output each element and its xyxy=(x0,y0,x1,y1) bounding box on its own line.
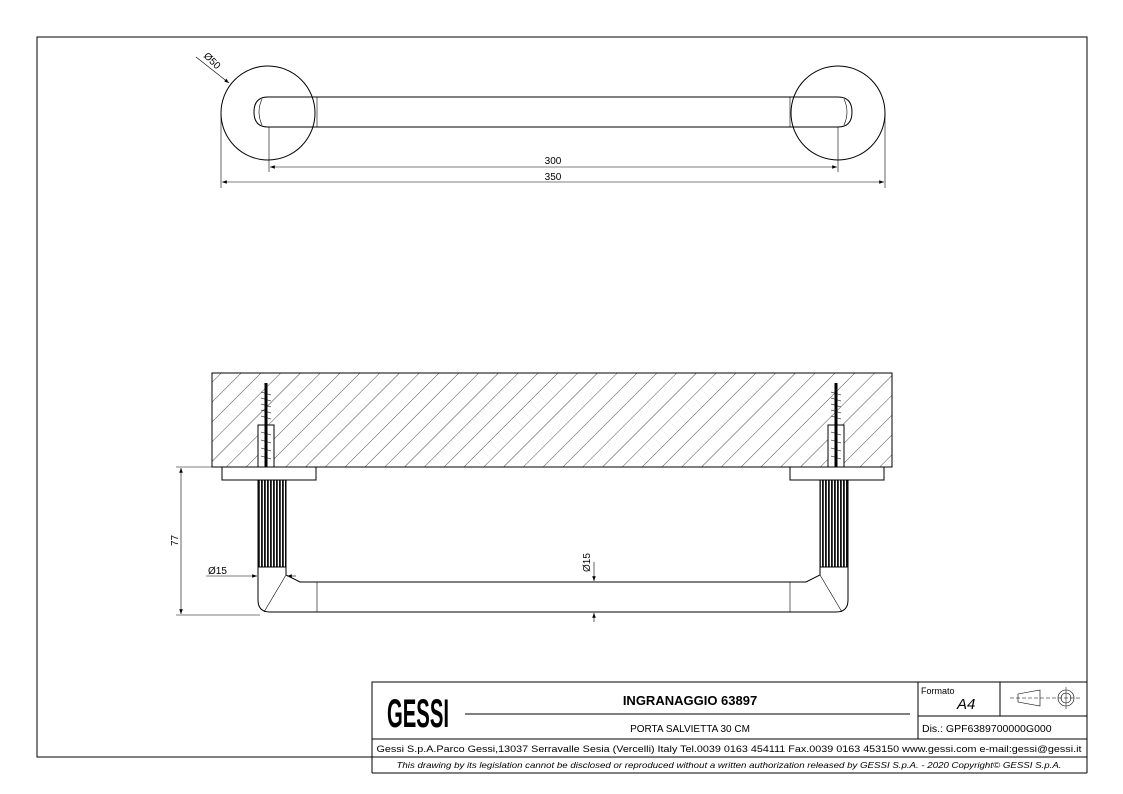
projection-symbol-icon xyxy=(1010,687,1080,709)
dimension-77: 77 xyxy=(170,534,181,546)
format-value: A4 xyxy=(956,696,975,713)
side-view: 77 Ø15 Ø15 xyxy=(170,372,893,622)
right-post xyxy=(819,479,849,568)
top-view: 300 350 Ø50 xyxy=(195,51,886,188)
left-wall-anchor xyxy=(257,383,275,468)
dimension-300: 300 xyxy=(545,156,562,167)
dimension-350: 350 xyxy=(545,172,562,183)
post-diameter-15: Ø15 xyxy=(208,566,227,577)
gessi-logo: GESSI xyxy=(387,692,449,736)
left-flange xyxy=(221,466,317,481)
drawing-title: INGRANAGGIO 63897 xyxy=(623,693,757,708)
left-rosette xyxy=(220,65,316,161)
left-post xyxy=(257,479,287,568)
company-address: Gessi S.p.A.Parco Gessi,13037 Serravalle… xyxy=(377,744,1082,755)
bar-diameter-15: Ø15 xyxy=(582,553,593,572)
copyright-disclaimer: This drawing by its legislation cannot b… xyxy=(397,761,1062,770)
format-label: Formato xyxy=(921,686,955,696)
diameter-50-label: Ø50 xyxy=(201,51,222,72)
towel-bar-top xyxy=(253,96,853,128)
wall-section xyxy=(211,372,893,468)
drawing-subtitle: PORTA SALVIETTA 30 CM xyxy=(630,724,750,735)
towel-bar-side xyxy=(257,566,849,613)
drawing-number: Dis.: GPF6389700000G000 xyxy=(922,723,1052,735)
right-flange xyxy=(789,466,885,481)
title-block: GESSI INGRANAGGIO 63897 PORTA SALVIETTA … xyxy=(371,681,1088,774)
